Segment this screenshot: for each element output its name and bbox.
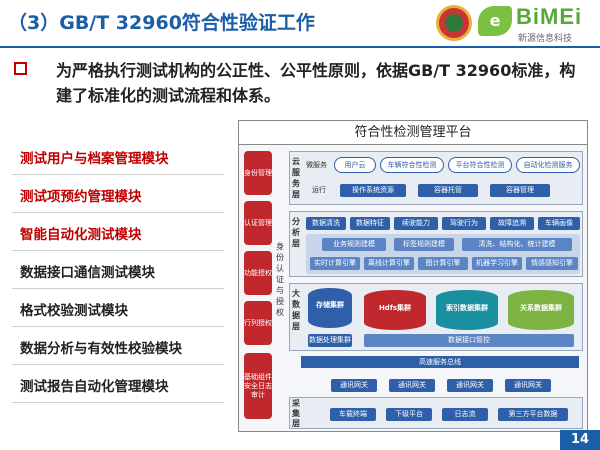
micro-label: 微服务 [306, 161, 327, 169]
proc-cluster-box: 数据处理集群 [308, 334, 352, 347]
collect-layer-label: 采集层 [292, 399, 300, 428]
cloud-layer: 云服务层 微服务 用户云 车辆符合性检测 平台符合性检测 自动化检测服务 运行 … [289, 151, 583, 205]
ops-box: 容器托管 [418, 184, 478, 197]
bigdata-layer-label: 大数据层 [292, 289, 300, 331]
side-audit: 基础组件安全日志审计 [244, 353, 272, 419]
analysis-box: 数据清洗 [306, 217, 346, 230]
side-func-auth: 功能授权 [244, 251, 272, 295]
side-identity: 身份管理 [244, 151, 272, 195]
cylinder-relational: 关系数据集群 [508, 290, 574, 330]
analysis-box: 故障追溯 [490, 217, 534, 230]
cloud-service: 自动化检测服务 [516, 157, 580, 173]
module-item: 格式校验测试模块 [12, 289, 224, 327]
collect-box: 下级平台 [386, 408, 432, 421]
logo-brand: BiMEi [516, 4, 583, 29]
bullet-square-icon [14, 62, 27, 75]
gateway-box: 通讯网关 [389, 379, 435, 392]
model-box: 标签规则建模 [394, 238, 454, 251]
engine-box: 情感感知引擎 [526, 257, 578, 270]
module-item: 测试项预约管理模块 [12, 175, 224, 213]
collect-layer: 采集层 车载终端 下级平台 日志流 第三方平台数据 [289, 397, 583, 429]
cylinder-index: 索引数据集群 [436, 290, 498, 330]
page-title: （3）GB/T 32960符合性验证工作 [8, 12, 315, 34]
diagram-title: 符合性检测管理平台 [239, 121, 587, 145]
architecture-diagram: 符合性检测管理平台 身份管理 认证管理 功能授权 行列授权 基础组件安全日志审计… [238, 120, 588, 432]
gateway-box: 通讯网关 [505, 379, 551, 392]
cloud-service: 平台符合性检测 [448, 157, 512, 173]
analysis-box: 车辆画像 [538, 217, 580, 230]
analysis-layer-label: 分析层 [292, 217, 300, 248]
ops-box: 操作系统资源 [340, 184, 406, 197]
cloud-layer-label: 云服务层 [292, 157, 300, 199]
ops-label: 运行 [312, 186, 326, 194]
module-item: 智能自动化测试模块 [12, 213, 224, 251]
bullet-text: 为严格执行测试机构的公正性、公平性原则，依据GB/T 32960标准，构建了标准… [56, 61, 576, 105]
collect-box: 第三方平台数据 [498, 408, 568, 421]
gateway-box: 通讯网关 [331, 379, 377, 392]
ops-box: 容器管理 [490, 184, 550, 197]
analysis-box: 续驶能力 [394, 217, 438, 230]
module-item: 测试用户与档案管理模块 [12, 137, 224, 175]
iface-control-box: 数据接口管控 [364, 334, 574, 347]
logo-sub: 新源信息科技 [518, 34, 573, 44]
module-list: 测试用户与档案管理模块 测试项预约管理模块 智能自动化测试模块 数据接口通信测试… [12, 137, 224, 403]
engine-box: 实时计算引擎 [310, 257, 360, 270]
analysis-box: 数据特征 [350, 217, 390, 230]
module-item: 测试报告自动化管理模块 [12, 365, 224, 403]
cloud-service: 用户云 [334, 157, 376, 173]
module-item: 数据分析与有效性校验模块 [12, 327, 224, 365]
cylinder-storage: 存储集群 [308, 288, 352, 328]
service-bus: 高速服务总线 [301, 356, 579, 368]
analysis-layer: 分析层 数据清洗 数据特征 续驶能力 驾驶行为 故障追溯 车辆画像 业务规则建模… [289, 211, 583, 277]
model-box: 清洗、结构化、统计建模 [462, 238, 572, 251]
page-number: 14 [560, 430, 600, 450]
analysis-box: 驾驶行为 [442, 217, 486, 230]
bimei-logo: e BiMEi 新源信息科技 [478, 4, 596, 46]
engine-box: 离线计算引擎 [364, 257, 414, 270]
bigdata-layer: 大数据层 存储集群 Hdfs集群 索引数据集群 关系数据集群 数据处理集群 数据… [289, 283, 583, 351]
gateway-box: 通讯网关 [447, 379, 493, 392]
module-item: 数据接口通信测试模块 [12, 251, 224, 289]
cylinder-hdfs: Hdfs集群 [364, 290, 426, 330]
collect-box: 车载终端 [330, 408, 376, 421]
engine-box: 图计算引擎 [418, 257, 468, 270]
side-auth: 认证管理 [244, 201, 272, 245]
header-divider [0, 46, 600, 48]
collect-box: 日志流 [442, 408, 488, 421]
side-row-auth: 行列授权 [244, 301, 272, 345]
identity-auth-label: 身份认证与授权 [276, 242, 284, 317]
institution-seal-logo [436, 5, 472, 41]
leaf-icon: e [478, 6, 512, 36]
cloud-service: 车辆符合性检测 [380, 157, 444, 173]
engine-box: 机器学习引擎 [472, 257, 522, 270]
model-box: 业务规则建模 [322, 238, 386, 251]
